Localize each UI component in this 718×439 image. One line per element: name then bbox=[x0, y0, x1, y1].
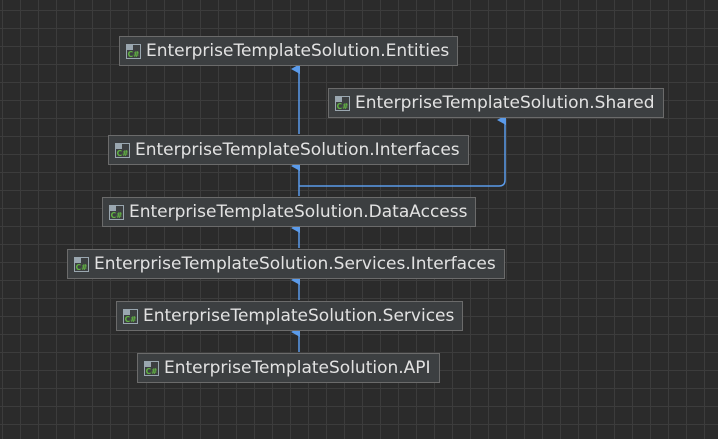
project-node-label: EnterpriseTemplateSolution.Services.Inte… bbox=[94, 254, 496, 274]
project-node-dataaccess[interactable]: C# EnterpriseTemplateSolution.DataAccess bbox=[102, 197, 477, 227]
project-node-entities[interactable]: C# EnterpriseTemplateSolution.Entities bbox=[119, 36, 459, 66]
svg-text:C#: C# bbox=[111, 211, 123, 220]
project-node-label: EnterpriseTemplateSolution.DataAccess bbox=[129, 202, 468, 222]
svg-text:C#: C# bbox=[337, 102, 349, 111]
project-node-label: EnterpriseTemplateSolution.Services bbox=[143, 306, 455, 326]
svg-text:C#: C# bbox=[125, 315, 137, 324]
project-node-interfaces[interactable]: C# EnterpriseTemplateSolution.Interfaces bbox=[108, 135, 469, 165]
svg-text:C#: C# bbox=[117, 149, 129, 158]
project-node-services[interactable]: C# EnterpriseTemplateSolution.Services bbox=[116, 301, 464, 331]
edge-dataaccess-to-shared bbox=[299, 115, 506, 187]
project-node-label: EnterpriseTemplateSolution.Shared bbox=[355, 93, 655, 113]
csharp-project-icon: C# bbox=[335, 96, 350, 111]
svg-text:C#: C# bbox=[76, 263, 88, 272]
project-node-label: EnterpriseTemplateSolution.Interfaces bbox=[135, 140, 460, 160]
csharp-project-icon: C# bbox=[115, 143, 130, 158]
project-node-label: EnterpriseTemplateSolution.API bbox=[164, 358, 431, 378]
svg-text:C#: C# bbox=[146, 367, 158, 376]
svg-text:C#: C# bbox=[128, 50, 140, 59]
csharp-project-icon: C# bbox=[109, 205, 124, 220]
csharp-project-icon: C# bbox=[144, 361, 159, 376]
csharp-project-icon: C# bbox=[74, 257, 89, 272]
csharp-project-icon: C# bbox=[126, 44, 141, 59]
csharp-project-icon: C# bbox=[123, 309, 138, 324]
project-node-shared[interactable]: C# EnterpriseTemplateSolution.Shared bbox=[328, 88, 664, 118]
project-node-label: EnterpriseTemplateSolution.Entities bbox=[146, 41, 450, 61]
project-node-services-interfaces[interactable]: C# EnterpriseTemplateSolution.Services.I… bbox=[67, 249, 505, 279]
project-node-api[interactable]: C# EnterpriseTemplateSolution.API bbox=[137, 353, 440, 383]
